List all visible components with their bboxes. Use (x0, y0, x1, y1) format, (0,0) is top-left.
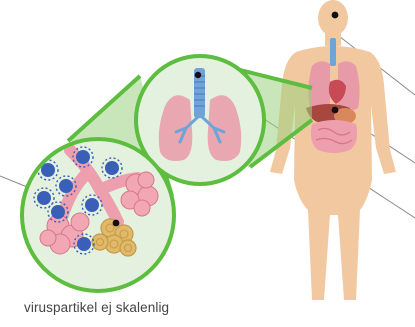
alveoli-zoom-circle (22, 139, 174, 291)
scale-note-caption: viruspartikel ej skalenlig (24, 300, 244, 315)
trachea-in-body (330, 38, 336, 66)
marker-dot-chest (332, 107, 339, 114)
head (318, 0, 348, 36)
human-body-figure (270, 0, 396, 300)
marker-dot-lungs (195, 72, 201, 78)
intestines (311, 120, 357, 153)
marker-dot-head (332, 12, 339, 19)
marker-dot-alveoli (113, 220, 120, 227)
